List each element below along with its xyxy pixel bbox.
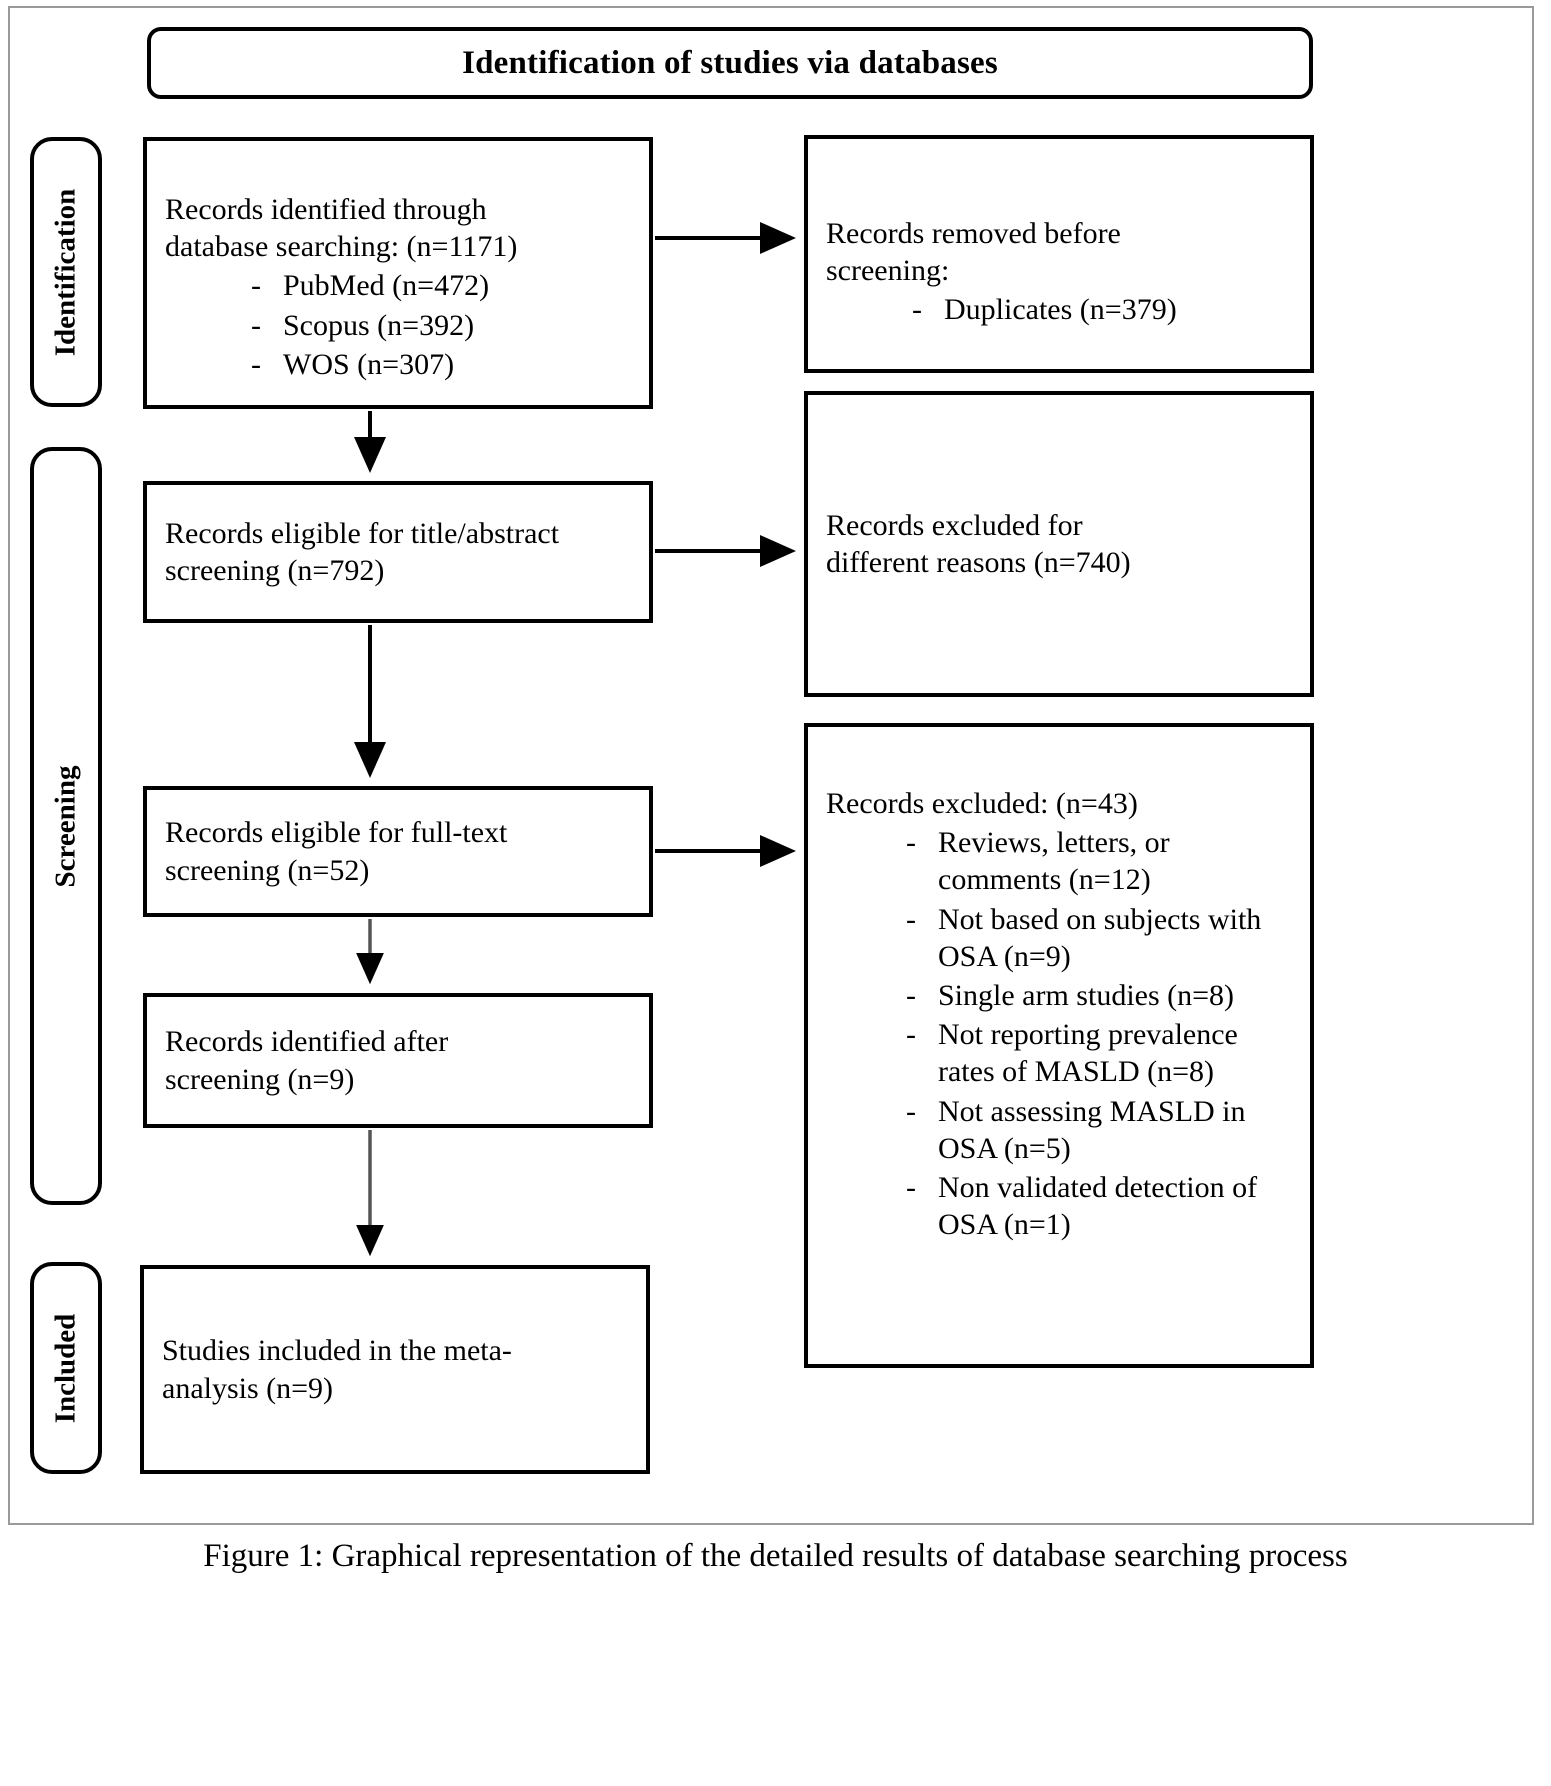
node-records-identified-line1: Records identified through [165, 193, 487, 226]
list-item: - Non validated detection of OSA (n=1) [826, 1169, 1292, 1243]
list-item-label: Not based on subjects with OSA (n=9) [938, 902, 1262, 973]
node-after-screening-line1: Records identified after [165, 1025, 449, 1059]
list-item-label: Not assessing MASLD in OSA (n=5) [938, 1094, 1246, 1165]
node-excluded-reasons-line1: Records excluded for [826, 508, 1083, 542]
dash-bullet: - [906, 1018, 916, 1052]
node-records-removed-items: - Duplicates (n=379) [826, 291, 1292, 328]
node-excluded-detailed-header: Records excluded: (n=43) [826, 787, 1138, 820]
node-records-identified: Records identified through database sear… [143, 137, 653, 409]
title-banner-text: Identification of studies via databases [462, 44, 998, 81]
dash-bullet: - [912, 293, 922, 327]
node-studies-included-line1: Studies included in the meta- [162, 1334, 512, 1368]
list-item: - PubMed (n=472) [165, 267, 631, 304]
node-fulltext-line1: Records eligible for full-text [165, 816, 508, 850]
stage-label-screening-text: Screening [49, 765, 82, 887]
dash-bullet: - [906, 1170, 916, 1204]
list-item-label: Single arm studies (n=8) [938, 978, 1235, 1012]
dash-bullet: - [251, 308, 261, 342]
node-records-excluded-detailed: Records excluded: (n=43) - Reviews, lett… [804, 723, 1314, 1368]
list-item: - Duplicates (n=379) [826, 291, 1292, 328]
node-studies-included-line2: analysis (n=9) [162, 1371, 334, 1405]
node-title-abstract-line2: screening (n=792) [165, 554, 385, 587]
node-records-after-screening: Records identified after screening (n=9) [143, 993, 653, 1128]
figure-caption: Figure 1: Graphical representation of th… [203, 1538, 1348, 1574]
node-records-removed-before-screening: Records removed before screening: - Dupl… [804, 135, 1314, 373]
list-item-label: Reviews, letters, or comments (n=12) [938, 826, 1170, 897]
node-studies-included: Studies included in the meta- analysis (… [140, 1265, 650, 1474]
list-item: - Not reporting prevalence rates of MASL… [826, 1016, 1292, 1090]
node-records-removed-line1: Records removed before [826, 217, 1121, 250]
title-banner: Identification of studies via databases [147, 27, 1313, 99]
node-records-removed-line2: screening: [826, 254, 950, 288]
list-item: - Reviews, letters, or comments (n=12) [826, 824, 1292, 898]
list-item-label: PubMed (n=472) [283, 269, 490, 303]
node-records-excluded-different-reasons: Records excluded for different reasons (… [804, 391, 1314, 697]
node-records-identified-line2: database searching: (n=1171) [165, 230, 518, 264]
list-item: - Scopus (n=392) [165, 307, 631, 344]
list-item: - WOS (n=307) [165, 346, 631, 383]
list-item-label: Duplicates (n=379) [944, 293, 1177, 327]
dash-bullet: - [251, 269, 261, 303]
dash-bullet: - [906, 826, 916, 860]
stage-label-identification: Identification [30, 137, 102, 407]
node-after-screening-line2: screening (n=9) [165, 1062, 355, 1096]
node-title-abstract-screening: Records eligible for title/abstract scre… [143, 481, 653, 623]
dash-bullet: - [906, 1094, 916, 1128]
list-item-label: Non validated detection of OSA (n=1) [938, 1170, 1258, 1242]
node-fulltext-line2: screening (n=52) [165, 853, 370, 887]
stage-label-identification-text: Identification [49, 188, 82, 356]
stage-label-included-text: Included [49, 1313, 82, 1423]
node-records-identified-sources: - PubMed (n=472) - Scopus (n=392) - WOS … [165, 267, 631, 383]
list-item: - Not assessing MASLD in OSA (n=5) [826, 1093, 1292, 1167]
stage-label-included: Included [30, 1262, 102, 1474]
dash-bullet: - [906, 902, 916, 936]
list-item: - Single arm studies (n=8) [826, 977, 1292, 1014]
node-excluded-reasons-line2: different reasons (n=740) [826, 546, 1131, 579]
list-item-label: Not reporting prevalence rates of MASLD … [938, 1018, 1238, 1089]
list-item-label: Scopus (n=392) [283, 308, 475, 342]
stage-label-screening: Screening [30, 447, 102, 1205]
node-fulltext-screening: Records eligible for full-text screening… [143, 786, 653, 917]
list-item: - Not based on subjects with OSA (n=9) [826, 901, 1292, 975]
node-excluded-detailed-items: - Reviews, letters, or comments (n=12) -… [826, 824, 1292, 1243]
node-title-abstract-line1: Records eligible for title/abstract [165, 516, 560, 550]
dash-bullet: - [906, 978, 916, 1012]
dash-bullet: - [251, 347, 261, 381]
list-item-label: WOS (n=307) [283, 347, 455, 381]
